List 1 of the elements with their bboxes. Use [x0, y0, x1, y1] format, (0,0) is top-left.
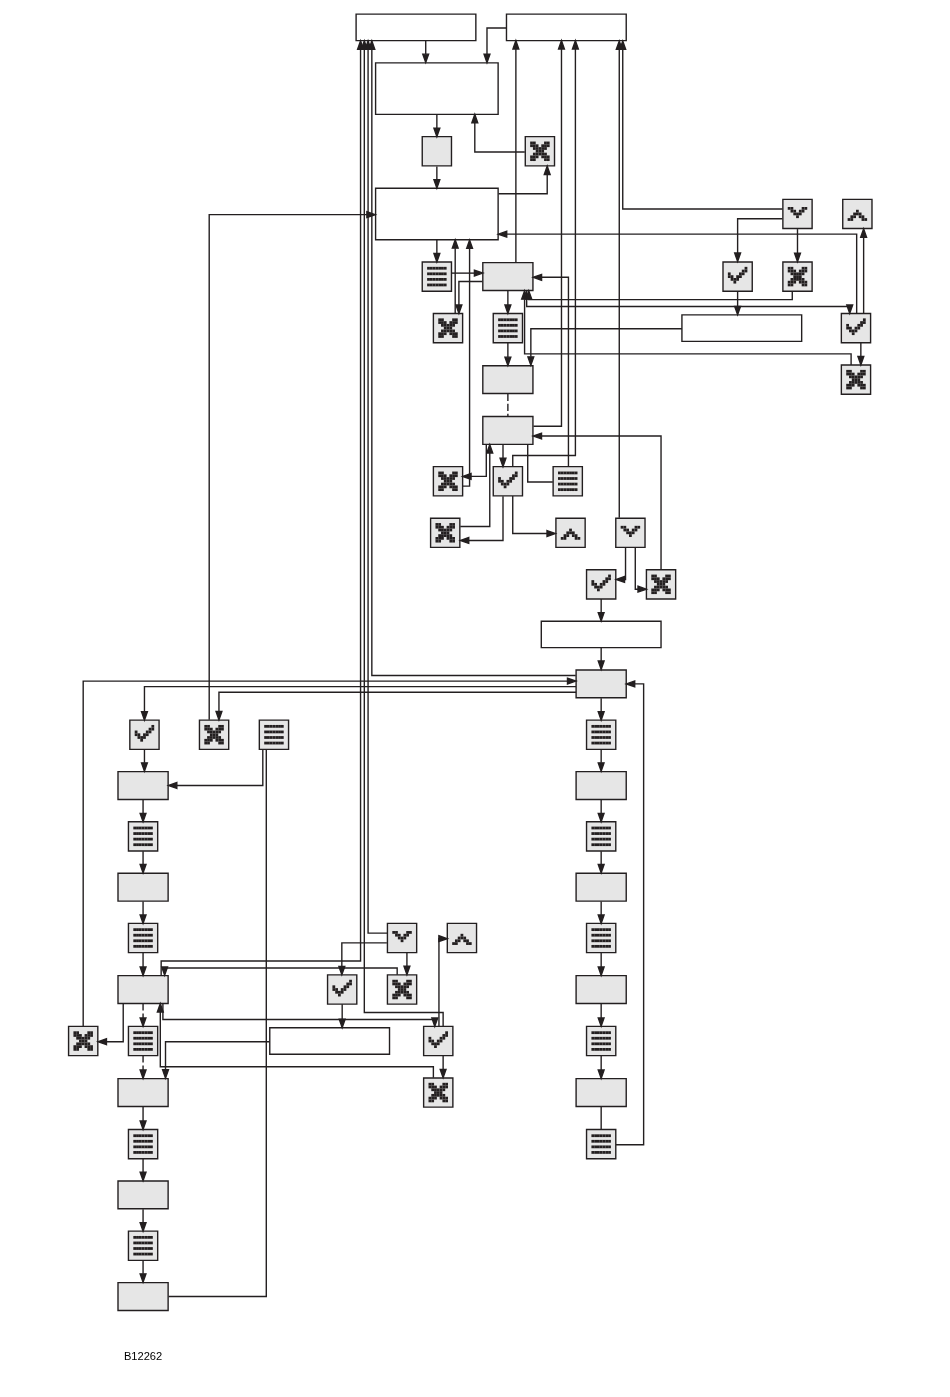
- label: B12262: [123, 1350, 162, 1363]
